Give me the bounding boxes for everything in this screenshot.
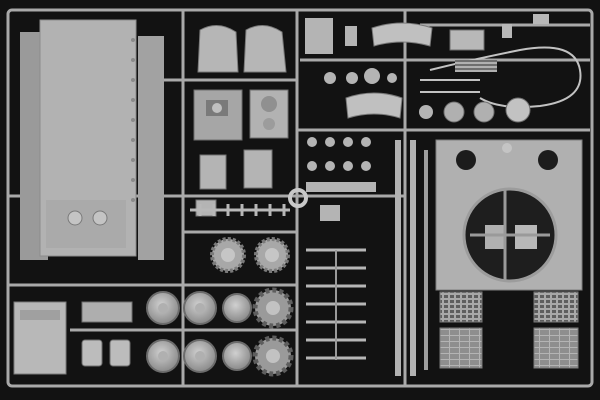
track-link-parts [306, 248, 366, 360]
engine-block [249, 89, 289, 139]
vent-plate [455, 60, 497, 72]
road-wheels [146, 291, 252, 373]
long-rods [395, 140, 428, 376]
hull-deck-plate [39, 19, 137, 257]
small-hatches [195, 149, 273, 217]
engine-grilles [439, 291, 579, 369]
tool-parts [190, 204, 290, 216]
turret-block-left [193, 89, 243, 141]
fender-pieces [197, 25, 287, 73]
hull-top-plate [435, 139, 583, 291]
idler-sprockets [252, 287, 294, 377]
gun-mantlet-curved [345, 22, 433, 119]
round-hatches [419, 97, 531, 123]
fuel-drums [81, 339, 131, 367]
stowage-box [13, 301, 67, 375]
drive-sprockets [210, 237, 290, 273]
small-parts-column [305, 18, 397, 221]
sprue-gate-ring [288, 188, 308, 208]
small-bracket [81, 301, 133, 323]
top-right-parts [449, 14, 549, 51]
